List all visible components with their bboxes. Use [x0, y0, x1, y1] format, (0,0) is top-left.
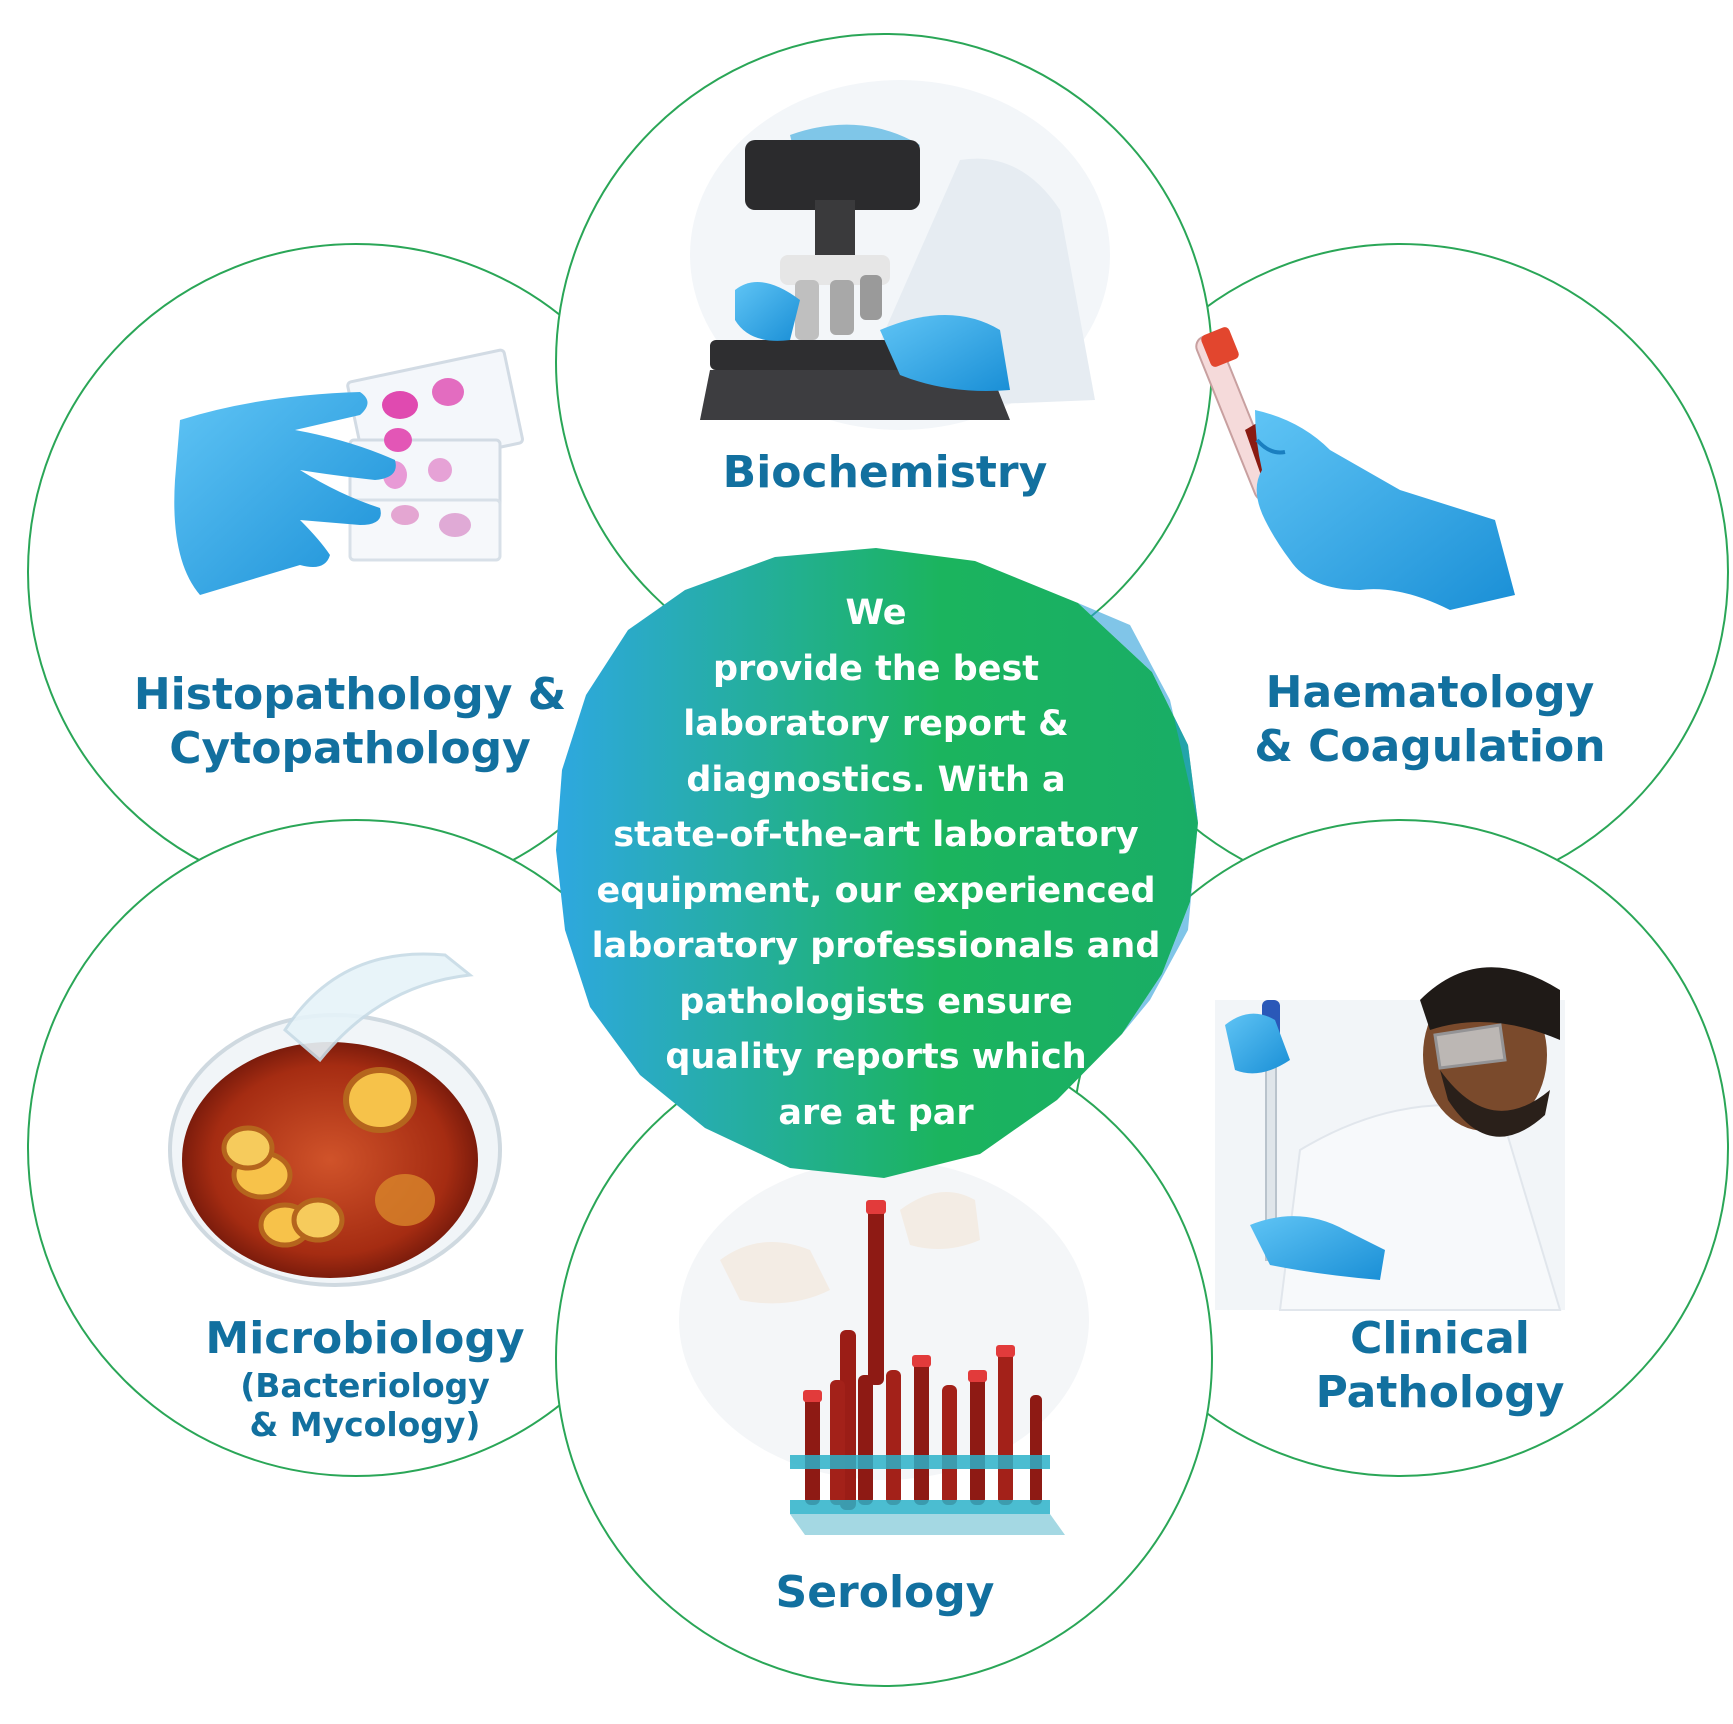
gloved-hand-slides-icon: [174, 348, 524, 595]
histopathology-title-line2: Cytopathology: [169, 722, 531, 774]
tube-group: [803, 1200, 1042, 1510]
microbiology-title: Microbiology: [205, 1313, 525, 1364]
petri-dish-icon: [168, 952, 502, 1287]
serology-title: Serology: [775, 1567, 995, 1618]
label-biochemistry: Biochemistry: [700, 446, 1070, 500]
blood-sample-rack-icon: [679, 1160, 1089, 1535]
center-badge: [556, 548, 1198, 1178]
label-haematology: Haematology & Coagulation: [1240, 666, 1620, 773]
haematology-title-line1: Haematology: [1265, 667, 1595, 718]
center-description: We provide the best laboratory report & …: [592, 586, 1161, 1146]
haematology-title-line2: & Coagulation: [1254, 720, 1606, 772]
label-serology: Serology: [740, 1566, 1030, 1620]
clinical-pathology-title-line2: Pathology: [1315, 1366, 1565, 1418]
center-line: pathologists ensure: [679, 981, 1073, 1022]
microbiology-subtitle-line1: (Bacteriology: [240, 1365, 490, 1405]
microbiology-subtitle-line2: & Mycology): [249, 1405, 481, 1445]
center-line: diagnostics. With a: [686, 759, 1066, 800]
biochemistry-title: Biochemistry: [722, 447, 1048, 498]
blood-test-tube-hand-icon: [1195, 327, 1515, 610]
center-line: state-of-the-art laboratory: [613, 815, 1139, 855]
label-microbiology: Microbiology (Bacteriology & Mycology): [200, 1312, 530, 1445]
label-clinical-pathology: Clinical Pathology: [1280, 1312, 1600, 1419]
center-line: quality reports which: [665, 1037, 1087, 1077]
lab-technician-pipette-icon: [1215, 967, 1565, 1311]
microscope-scientist-icon: [690, 80, 1110, 430]
center-line: equipment, our experienced: [596, 870, 1156, 911]
center-line: provide the best: [712, 648, 1040, 689]
center-line: We: [845, 593, 907, 633]
histopathology-title-line1: Histopathology &: [133, 669, 567, 720]
label-histopathology: Histopathology & Cytopathology: [130, 668, 570, 775]
center-line: are at par: [778, 1092, 974, 1133]
clinical-pathology-title-line1: Clinical: [1350, 1313, 1530, 1364]
center-line: laboratory professionals and: [591, 926, 1161, 966]
center-line: laboratory report &: [683, 704, 1069, 744]
